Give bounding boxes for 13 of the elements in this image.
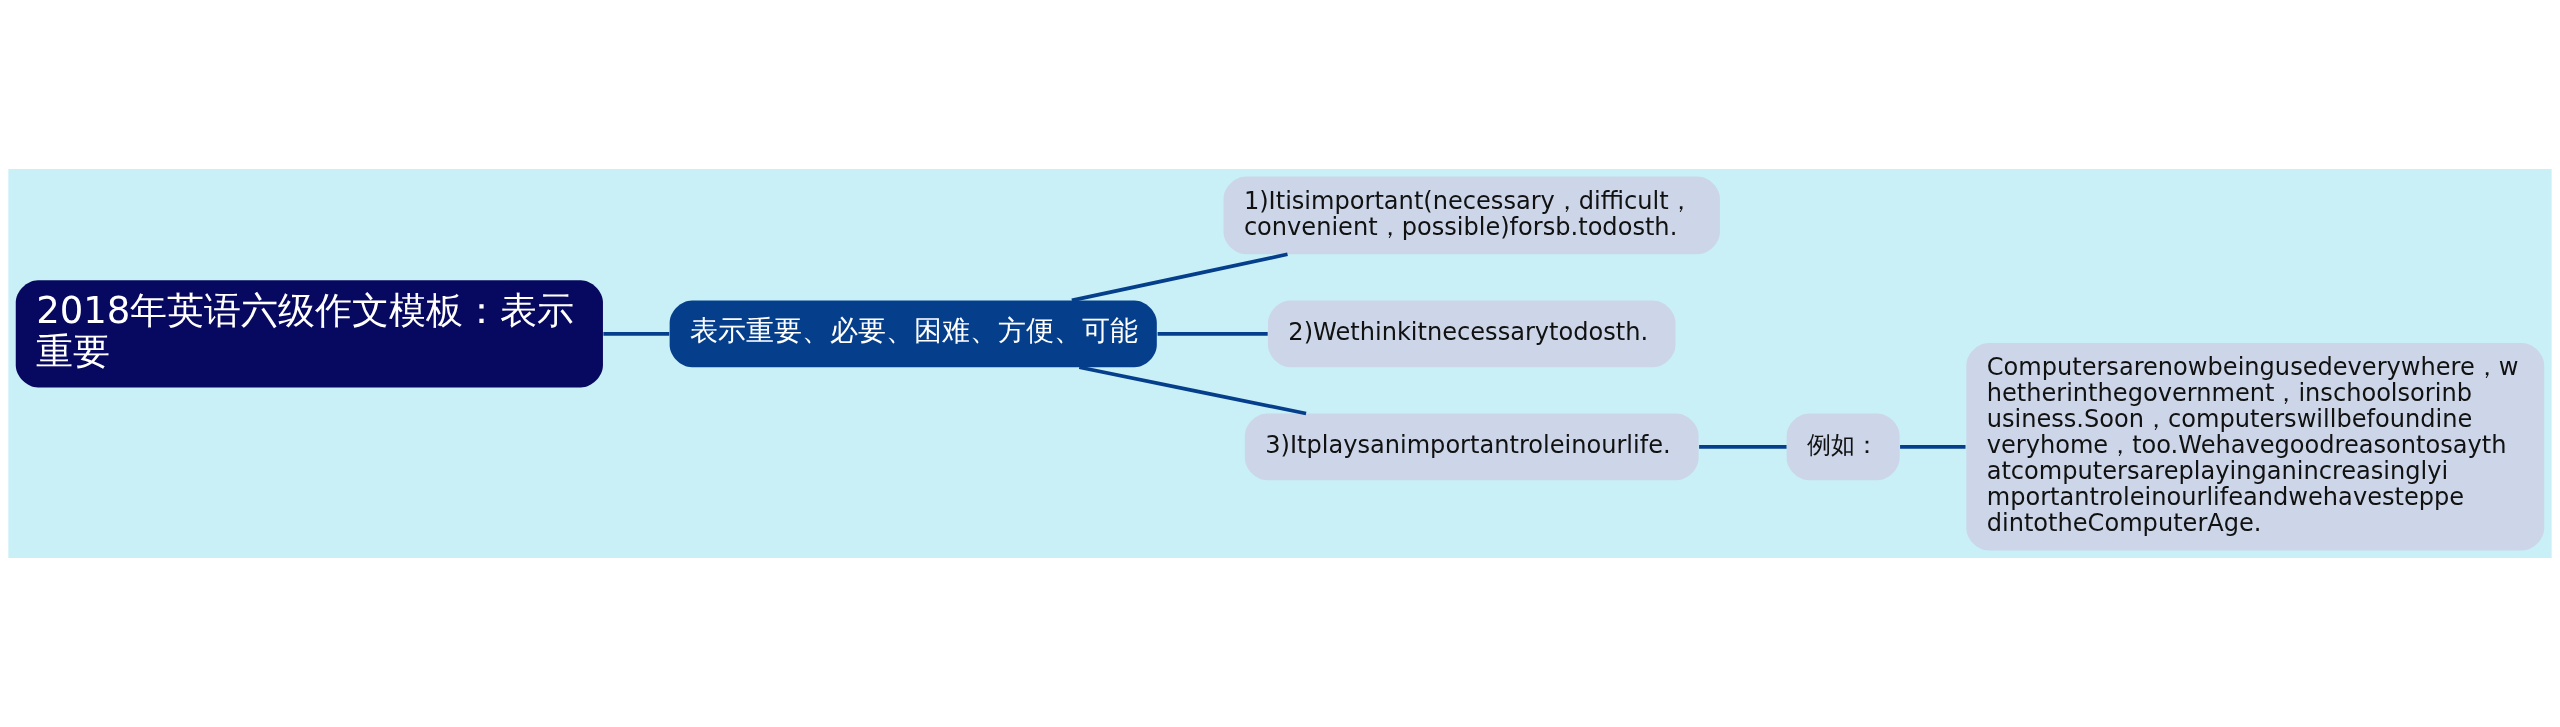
connector — [1078, 365, 1307, 416]
connector — [603, 332, 670, 336]
connector — [1071, 252, 1288, 303]
node-box: 表示重要、必要、困难、方便、可能 — [669, 300, 1157, 368]
connector — [1900, 445, 1966, 449]
connector — [1699, 445, 1787, 449]
connector — [1157, 332, 1268, 336]
node-box: 2018年英语六级作文模板：表示重要 — [15, 280, 603, 388]
node-box: 3)Itplaysanimportantroleinourlife. — [1244, 413, 1699, 481]
node-box: 1)Itisimportant(necessary，difficult，convenient，possible)forsb.todosth. — [1223, 176, 1720, 255]
node-box: Computersarenowbeingusedeverywhere，whetherinthegovernment，inschoolsorinbusiness.Soon，computerswillbefoundineveryhome，too.WehavegoodreasontosaythatcomputersareplayinganincreasinglyimportantroleinourlifeandwehavesteppedintotheComputerAge. — [1966, 343, 2545, 551]
node-box: 例如： — [1786, 413, 1900, 481]
node-box: 2)Wethinkitnecessarytodosth. — [1267, 300, 1676, 368]
